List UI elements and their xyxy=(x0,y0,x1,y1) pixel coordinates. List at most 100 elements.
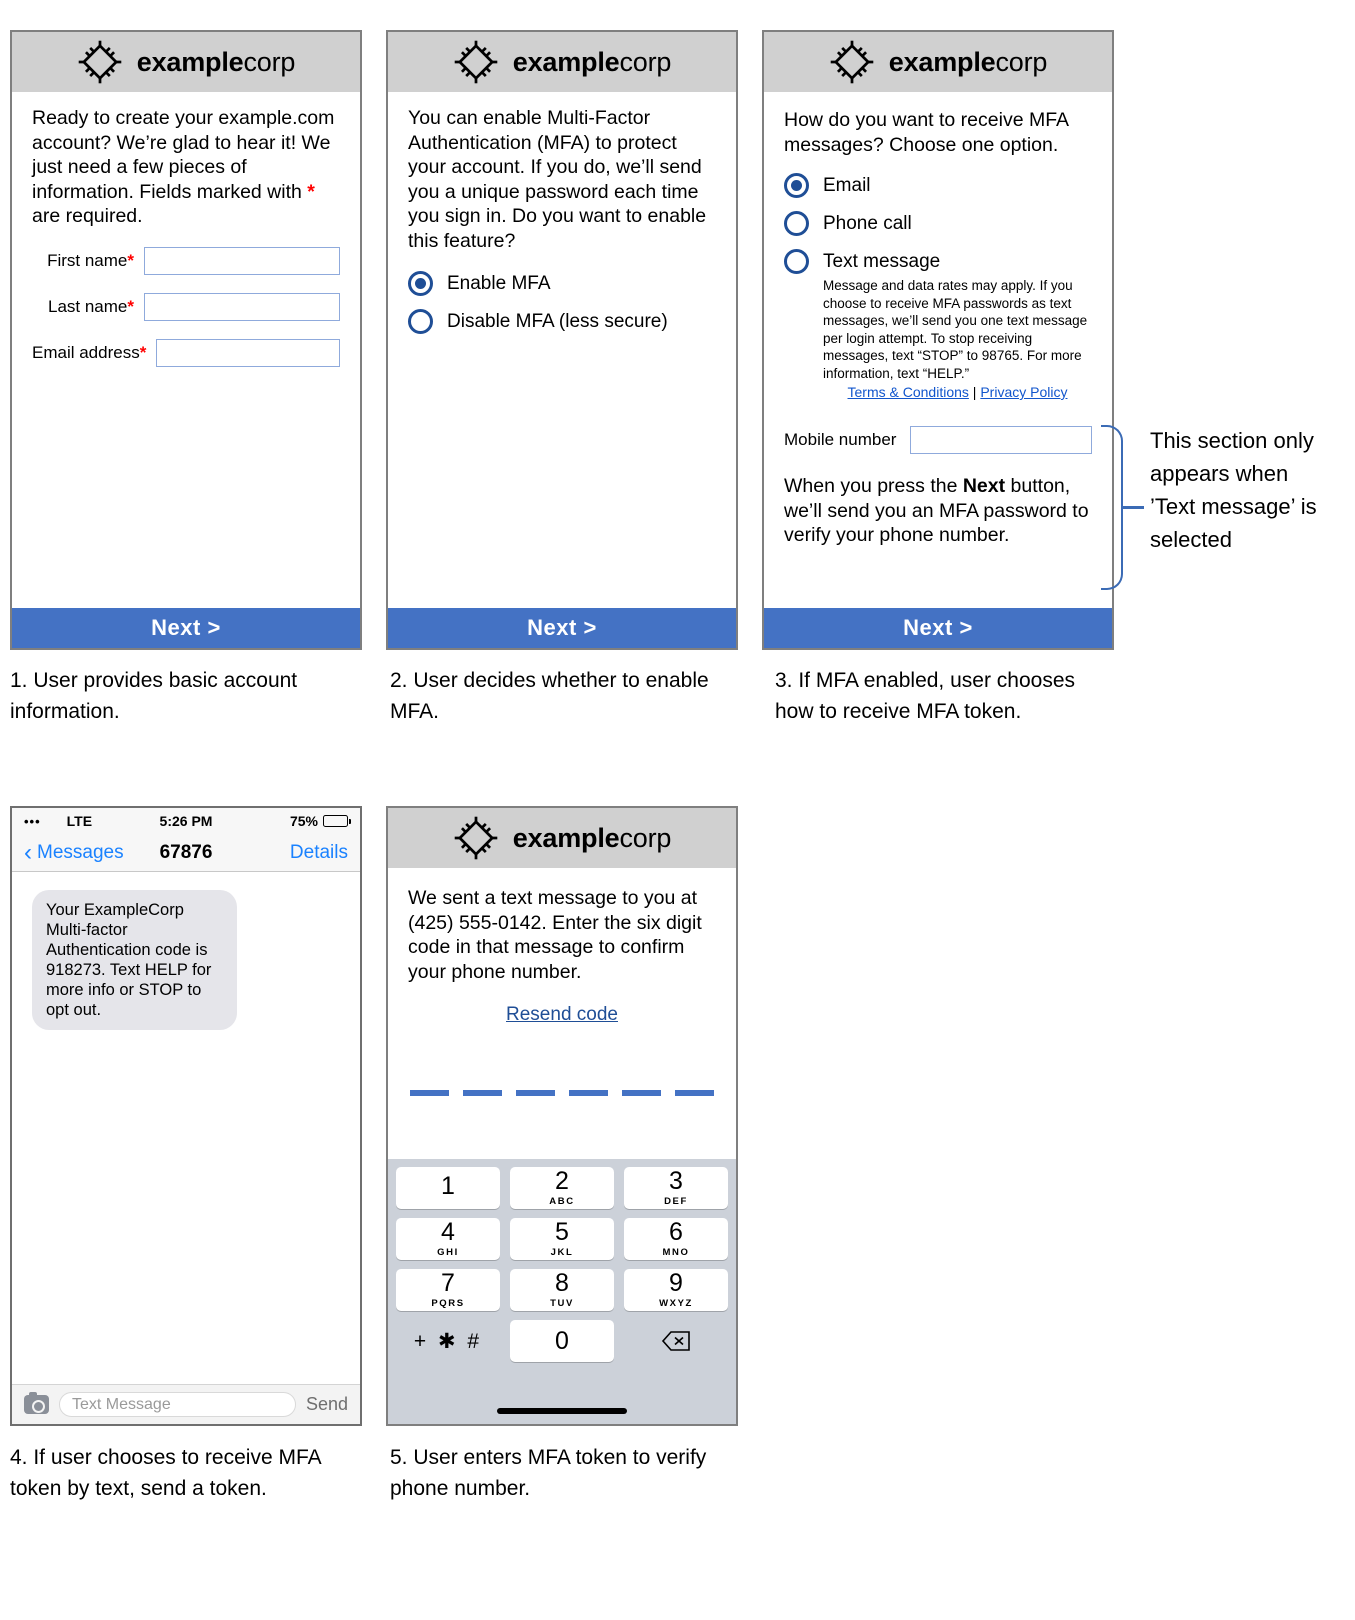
chip-diamond-logo-icon xyxy=(77,39,123,85)
required-star: * xyxy=(127,296,134,316)
radio-option-phone-call[interactable]: Phone call xyxy=(784,211,1092,236)
key-3[interactable]: 3 DEF xyxy=(624,1167,728,1209)
key-2[interactable]: 2 ABC xyxy=(510,1167,614,1209)
key-digit: 3 xyxy=(669,1167,683,1196)
send-button[interactable]: Send xyxy=(305,1394,348,1414)
key-1[interactable]: 1 xyxy=(396,1167,500,1209)
next-button[interactable]: Next > xyxy=(388,608,736,648)
email-label: Email address* xyxy=(32,342,147,362)
resend-code-link[interactable]: Resend code xyxy=(506,1004,618,1025)
screen-panel-1: examplecorp Ready to create your example… xyxy=(10,30,362,650)
mobile-number-input[interactable] xyxy=(910,426,1092,454)
panel1-intro-b: are required. xyxy=(32,205,143,227)
code-slot[interactable] xyxy=(410,1090,449,1096)
code-slot[interactable] xyxy=(675,1090,714,1096)
brand-bold: example xyxy=(512,822,620,853)
screen-panel-2: examplecorp You can enable Multi-Factor … xyxy=(386,30,738,650)
key-digit: 4 xyxy=(441,1218,455,1247)
caption-step-1: 1. User provides basic account informati… xyxy=(10,669,298,723)
key-7[interactable]: 7 PQRS xyxy=(396,1269,500,1311)
brand-header: examplecorp xyxy=(388,808,736,868)
battery-percent-label: 75% xyxy=(289,813,318,829)
details-button[interactable]: Details xyxy=(289,841,348,863)
radio-disable-mfa-icon[interactable] xyxy=(408,309,433,334)
panel5-intro: We sent a text message to you at (425) 5… xyxy=(408,887,702,983)
key-9[interactable]: 9 WXYZ xyxy=(624,1269,728,1311)
code-slot[interactable] xyxy=(569,1090,608,1096)
form-row-email: Email address* xyxy=(32,338,340,367)
annotation-bracket xyxy=(1101,425,1123,590)
key-8[interactable]: 8 TUV xyxy=(510,1269,614,1311)
key-letters: MNO xyxy=(662,1247,690,1259)
annotation-bracket-stem xyxy=(1122,506,1144,509)
brand-wordmark: examplecorp xyxy=(513,46,672,78)
radio-text-message-icon[interactable] xyxy=(784,249,809,274)
key-letters: WXYZ xyxy=(659,1298,693,1310)
radio-enable-mfa-icon[interactable] xyxy=(408,271,433,296)
code-entry-slots[interactable] xyxy=(408,1090,716,1096)
key-digit: 7 xyxy=(441,1269,455,1298)
conversation-title: 67876 xyxy=(159,841,213,863)
key-4[interactable]: 4 GHI xyxy=(396,1218,500,1260)
brand-light: corp xyxy=(243,46,296,77)
key-0[interactable]: 0 xyxy=(510,1320,614,1362)
key-letters: PQRS xyxy=(431,1298,465,1310)
radio-enable-mfa-label: Enable MFA xyxy=(447,273,551,294)
battery-status: 75% xyxy=(289,813,351,829)
caption-step-2: 2. User decides whether to enable MFA. xyxy=(390,669,709,723)
mobile-number-label: Mobile number xyxy=(784,430,897,449)
screen-panel-4-iphone: ••• LTE 5:26 PM 75% ‹ Messages 67876 Det… xyxy=(10,806,362,1426)
radio-email-icon[interactable] xyxy=(784,173,809,198)
radio-option-email[interactable]: Email xyxy=(784,173,1092,198)
key-5[interactable]: 5 JKL xyxy=(510,1218,614,1260)
first-name-input[interactable] xyxy=(144,246,340,275)
brand-light: corp xyxy=(619,46,672,77)
panel1-intro-a: Ready to create your example.com account… xyxy=(32,107,335,203)
radio-option-disable-mfa[interactable]: Disable MFA (less secure) xyxy=(408,309,716,334)
radio-option-enable-mfa[interactable]: Enable MFA xyxy=(408,271,716,296)
screen-panel-5: examplecorp We sent a text message to yo… xyxy=(386,806,738,1426)
next-button[interactable]: Next > xyxy=(764,608,1112,648)
screen-panel-3: examplecorp How do you want to receive M… xyxy=(762,30,1114,650)
next-button[interactable]: Next > xyxy=(12,608,360,648)
battery-icon xyxy=(323,815,351,827)
back-label: Messages xyxy=(37,841,124,863)
first-name-label: First name* xyxy=(47,250,134,270)
code-slot[interactable] xyxy=(463,1090,502,1096)
radio-disable-mfa-label: Disable MFA (less secure) xyxy=(447,311,668,332)
text-message-input[interactable]: Text Message xyxy=(59,1392,296,1417)
key-digit: 2 xyxy=(555,1167,569,1196)
form-row-mobile-number: Mobile number xyxy=(784,426,1092,454)
network-label: LTE xyxy=(66,813,93,829)
keypad-row: 1 2 ABC 3 DEF xyxy=(396,1167,728,1209)
code-slot[interactable] xyxy=(516,1090,555,1096)
privacy-policy-link[interactable]: Privacy Policy xyxy=(980,384,1068,400)
brand-header: examplecorp xyxy=(12,32,360,92)
email-input[interactable] xyxy=(156,338,340,367)
radio-phone-call-icon[interactable] xyxy=(784,211,809,236)
camera-icon[interactable] xyxy=(24,1392,49,1414)
form-row-first-name: First name* xyxy=(32,246,340,275)
key-6[interactable]: 6 MNO xyxy=(624,1218,728,1260)
brand-wordmark: examplecorp xyxy=(136,46,296,78)
key-letters: ABC xyxy=(549,1196,575,1208)
key-symbols[interactable]: + ✱ # xyxy=(396,1320,500,1362)
key-letters: JKL xyxy=(550,1247,574,1259)
panel3-next-note: When you press the Next button, we’ll se… xyxy=(784,474,1092,548)
brand-bold: example xyxy=(136,46,244,77)
code-slot[interactable] xyxy=(622,1090,661,1096)
ios-nav-bar: ‹ Messages 67876 Details xyxy=(12,834,360,872)
key-backspace[interactable] xyxy=(624,1320,728,1362)
sms-fineprint: Message and data rates may apply. If you… xyxy=(823,278,1088,381)
keypad-row: 7 PQRS 8 TUV 9 WXYZ xyxy=(396,1269,728,1311)
terms-and-conditions-link[interactable]: Terms & Conditions xyxy=(847,384,969,400)
brand-wordmark: examplecorp xyxy=(512,822,672,854)
back-to-messages-button[interactable]: ‹ Messages xyxy=(24,841,124,865)
chip-diamond-logo-icon xyxy=(829,39,875,85)
resend-code-row: Resend code xyxy=(408,1004,716,1026)
home-indicator xyxy=(497,1408,627,1414)
ios-status-bar: ••• LTE 5:26 PM 75% xyxy=(12,808,360,834)
form-row-last-name: Last name* xyxy=(32,292,340,321)
last-name-input[interactable] xyxy=(144,292,340,321)
radio-option-text-message[interactable]: Text message xyxy=(784,249,1092,274)
